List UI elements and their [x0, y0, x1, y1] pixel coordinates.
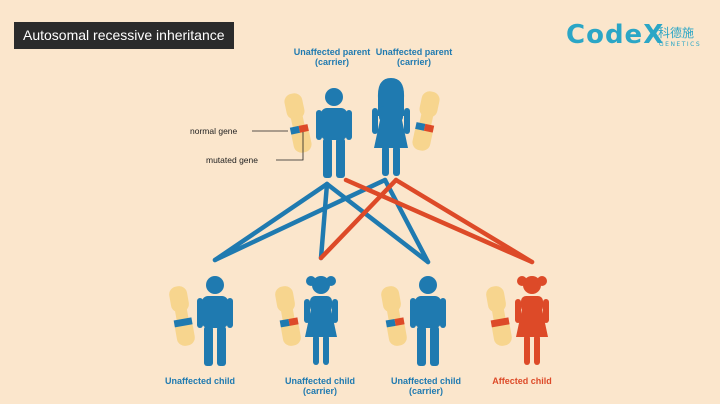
parent-2-label: Unaffected parent (carrier)	[375, 47, 453, 67]
normal-gene-label: normal gene	[190, 126, 238, 136]
line-p2-to-child3	[382, 177, 431, 265]
child-4-label: Affected child	[492, 376, 552, 386]
child-3-label: Unaffected child (carrier)	[390, 376, 461, 396]
line-p2-to-child2	[318, 177, 399, 261]
parent-1-male-figure	[316, 88, 352, 178]
line-p1-to-child4	[343, 177, 535, 265]
inheritance-lines	[212, 177, 535, 265]
child-3-male-figure	[410, 276, 446, 366]
child-1-chromosome	[167, 284, 197, 348]
child-2-female-figure	[304, 276, 338, 365]
child-4-chromosome	[484, 284, 514, 348]
child-2-label: Unaffected child (carrier)	[284, 376, 355, 396]
logo-subtitle: GENETICS	[659, 41, 702, 48]
diagram-title: Autosomal recessive inheritance	[14, 22, 234, 49]
codex-genetics-logo: CodeX 科德施 GENETICS	[566, 18, 708, 54]
child-1-label: Unaffected child	[164, 376, 235, 386]
child-3-chromosome	[379, 284, 409, 348]
logo-wordmark: CodeX	[566, 20, 665, 50]
logo-chinese: 科德施	[658, 26, 695, 40]
mutated-gene-label: mutated gene	[206, 155, 258, 165]
line-p1-to-child1	[212, 181, 330, 263]
child-1-male-figure	[197, 276, 233, 366]
child-4-female-figure	[515, 276, 549, 365]
parent-2-chromosome	[410, 89, 442, 153]
line-p2-to-child4	[393, 177, 535, 265]
gene-pointers	[252, 130, 304, 161]
parent-2-female-figure	[372, 78, 410, 176]
parent-1-chromosome	[282, 91, 314, 155]
line-p1-to-child2	[318, 181, 330, 261]
parent-1-label: Unaffected parent (carrier)	[293, 47, 371, 67]
child-2-chromosome	[273, 284, 303, 348]
line-p2-to-child1	[212, 177, 388, 263]
